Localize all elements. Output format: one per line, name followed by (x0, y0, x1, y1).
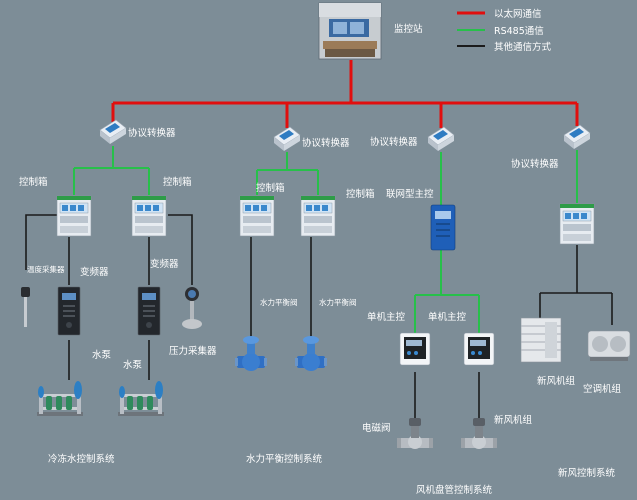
protocol-converter-icon[interactable] (563, 124, 591, 150)
protocol-converter-icon[interactable] (99, 119, 127, 145)
rs485-lines (73, 146, 578, 333)
standalone-master-label-1: 单机主控 (367, 311, 406, 323)
ethernet-bus (111, 60, 579, 128)
system-chilled-water-label: 冷冻水控制系统 (48, 453, 115, 465)
inverter-icon[interactable] (137, 286, 161, 336)
inverter-icon[interactable] (57, 286, 81, 336)
converter-label-2: 协议转换器 (302, 137, 350, 149)
legend-ethernet-label: 以太网通信 (494, 8, 542, 20)
converter-label-4: 协议转换器 (511, 158, 559, 170)
balance-valve-label-2: 水力平衡阀 (319, 297, 357, 307)
temp-collector-label: 温度采集器 (27, 264, 65, 274)
vfd-label-2: 变频器 (150, 258, 179, 270)
legend-other-label: 其他通信方式 (494, 41, 552, 53)
pump-label-1: 水泵 (92, 349, 112, 361)
solenoid-valve-icon[interactable] (461, 418, 497, 449)
balance-valve-icon[interactable] (235, 336, 267, 371)
pump-set-icon[interactable] (118, 381, 164, 416)
pump-set-icon[interactable] (37, 381, 83, 416)
control-cabinet-icon[interactable] (300, 195, 336, 237)
system-fan-coil-label: 风机盘管控制系统 (416, 484, 493, 496)
solenoid-valve-label: 电磁阀 (362, 422, 391, 434)
control-cabinet-icon[interactable] (239, 195, 275, 237)
control-cabinet-icon[interactable] (131, 195, 167, 237)
ac-unit-label: 空调机组 (583, 383, 622, 395)
system-fresh-air-label: 新风控制系统 (558, 467, 616, 479)
control-box-label-2: 控制箱 (163, 176, 192, 188)
fresh-air-unit-label: 新风机组 (537, 375, 576, 387)
thermostat-panel-icon[interactable] (399, 332, 431, 366)
monitoring-station-label: 监控站 (394, 23, 423, 35)
pressure-sensor-icon[interactable] (182, 287, 202, 329)
monitoring-station[interactable] (318, 2, 382, 60)
control-box-label-4: 控制箱 (346, 188, 375, 200)
system-balance-label: 水力平衡控制系统 (246, 453, 323, 465)
control-cabinet-icon[interactable] (559, 203, 595, 245)
converter-label-1: 协议转换器 (128, 127, 176, 139)
network-master-label: 联网型主控 (386, 188, 434, 200)
standalone-master-label-2: 单机主控 (428, 311, 467, 323)
thermostat-panel-icon[interactable] (463, 332, 495, 366)
air-handling-unit-icon[interactable] (520, 317, 562, 363)
converter-label-3: 协议转换器 (370, 136, 418, 148)
control-box-label-3: 控制箱 (256, 182, 285, 194)
solenoid-valve-icon[interactable] (397, 418, 433, 449)
protocol-converter-icon[interactable] (427, 126, 455, 152)
pressure-collector-label: 压力采集器 (169, 345, 217, 357)
legend: 以太网通信 RS485通信 其他通信方式 (457, 8, 552, 53)
other-lines (25, 214, 613, 418)
control-cabinet-icon[interactable] (56, 195, 92, 237)
fresh-air-unit-label-fancoil: 新风机组 (494, 414, 533, 426)
legend-rs485-label: RS485通信 (494, 25, 544, 37)
balance-valve-icon[interactable] (295, 336, 327, 371)
vfd-label-1: 变频器 (80, 266, 109, 278)
temperature-probe-icon[interactable] (21, 287, 30, 327)
chiller-unit-icon[interactable] (587, 330, 631, 361)
balance-valve-label-1: 水力平衡阀 (260, 297, 298, 307)
control-box-label-1: 控制箱 (19, 176, 48, 188)
pump-label-2: 水泵 (123, 359, 143, 371)
network-master-controller[interactable] (430, 204, 456, 251)
protocol-converter-icon[interactable] (273, 126, 301, 152)
